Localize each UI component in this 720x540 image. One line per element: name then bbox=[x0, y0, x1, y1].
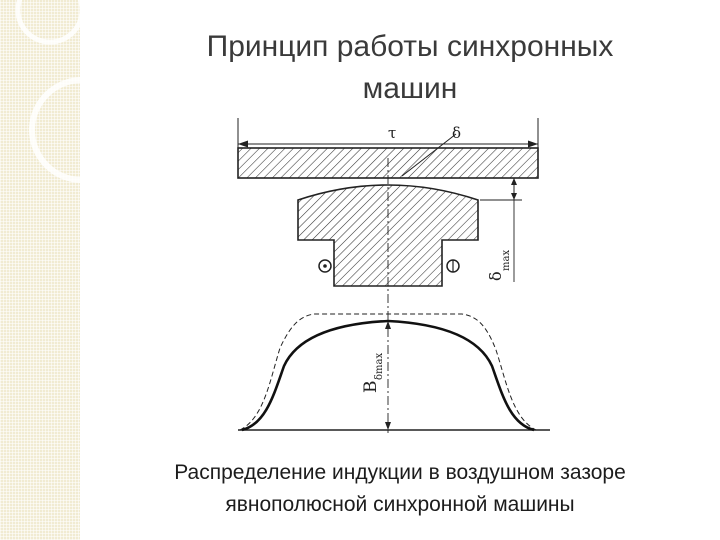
decorative-side-strip bbox=[0, 0, 80, 540]
pole-pitch-dimension: τ bbox=[237, 118, 539, 148]
decorative-circles bbox=[15, 0, 80, 183]
delta-max-subscript: max bbox=[501, 250, 512, 271]
slide-title-line-1: Принцип работы синхронных bbox=[206, 30, 614, 63]
rotor-pole bbox=[297, 184, 479, 287]
delta-label: δ bbox=[452, 124, 461, 142]
max-gap-dimension: δ max bbox=[442, 177, 522, 282]
figure-caption: Распределение индукции в воздушном зазор… bbox=[100, 457, 700, 521]
salient-pole-diagram: τ δ δ max B δmax bbox=[237, 118, 550, 433]
air-gap-leader bbox=[401, 133, 457, 177]
caption-line-1: Распределение индукции в воздушном зазор… bbox=[174, 461, 626, 484]
delta-max-label: δ bbox=[486, 271, 505, 281]
b-max-label: B bbox=[361, 381, 381, 394]
coil-conductor-right bbox=[446, 259, 460, 273]
slide-title-line-2: машин bbox=[362, 72, 458, 105]
slide-title: Принцип работы синхронных машин bbox=[130, 26, 690, 110]
b-max-dimension: B δmax bbox=[361, 321, 391, 430]
stator-strip bbox=[237, 147, 539, 179]
b-max-subscript: δmax bbox=[374, 353, 385, 380]
coil-conductor-left bbox=[318, 259, 332, 273]
b-distribution-ideal bbox=[239, 313, 537, 431]
tau-label: τ bbox=[388, 124, 396, 142]
caption-line-2: явнополюсной синхронной машины bbox=[225, 493, 575, 516]
